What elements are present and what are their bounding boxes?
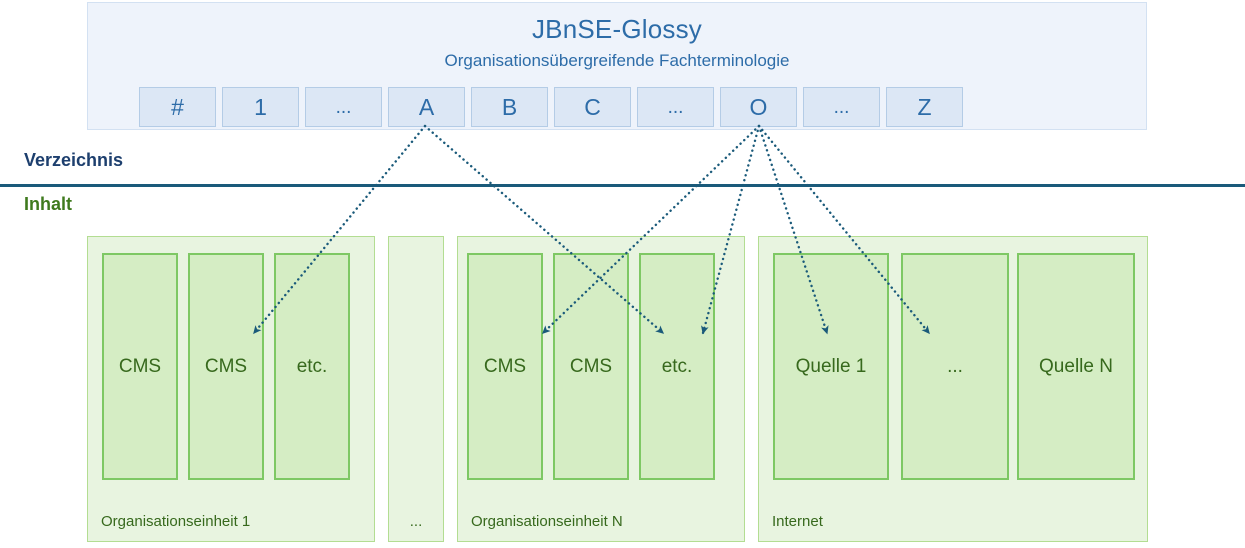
source-box[interactable]: CMS bbox=[467, 253, 543, 480]
content-group-items bbox=[389, 237, 443, 541]
section-label-verzeichnis: Verzeichnis bbox=[24, 150, 124, 170]
content-group-label: ... bbox=[409, 513, 423, 530]
section-label-inhalt: Inhalt bbox=[24, 194, 72, 214]
page-title: JBnSE-Glossy bbox=[531, 14, 702, 44]
content-group-label: Organisationseinheit N bbox=[471, 513, 623, 530]
source-box[interactable]: Quelle N bbox=[1017, 253, 1135, 480]
source-box[interactable]: Quelle 1 bbox=[773, 253, 889, 480]
alphabet-button-#[interactable]: # bbox=[139, 87, 216, 127]
source-box[interactable]: etc. bbox=[274, 253, 350, 480]
source-box[interactable]: etc. bbox=[639, 253, 715, 480]
content-group-1: ... bbox=[388, 236, 444, 542]
source-box[interactable]: ... bbox=[901, 253, 1009, 480]
content-group-label: Organisationseinheit 1 bbox=[101, 513, 251, 530]
alphabet-button-ellipsis-8[interactable]: ... bbox=[803, 87, 880, 127]
alphabet-button-o[interactable]: O bbox=[720, 87, 797, 127]
alphabet-button-ellipsis-6[interactable]: ... bbox=[637, 87, 714, 127]
source-box[interactable]: CMS bbox=[553, 253, 629, 480]
alphabet-button-1[interactable]: 1 bbox=[222, 87, 299, 127]
content-group-items: Quelle 1...Quelle N bbox=[759, 237, 1147, 541]
alphabet-button-ellipsis-2[interactable]: ... bbox=[305, 87, 382, 127]
content-group-label: Internet bbox=[772, 513, 823, 530]
page-subtitle: Organisationsübergreifende Fachterminolo… bbox=[444, 51, 790, 70]
glossary-header-panel: JBnSE-Glossy Organisationsübergreifende … bbox=[87, 2, 1147, 130]
alphabet-button-z[interactable]: Z bbox=[886, 87, 963, 127]
alphabet-button-c[interactable]: C bbox=[554, 87, 631, 127]
alphabet-button-b[interactable]: B bbox=[471, 87, 548, 127]
source-box[interactable]: CMS bbox=[102, 253, 178, 480]
alphabet-button-a[interactable]: A bbox=[388, 87, 465, 127]
source-box[interactable]: CMS bbox=[188, 253, 264, 480]
